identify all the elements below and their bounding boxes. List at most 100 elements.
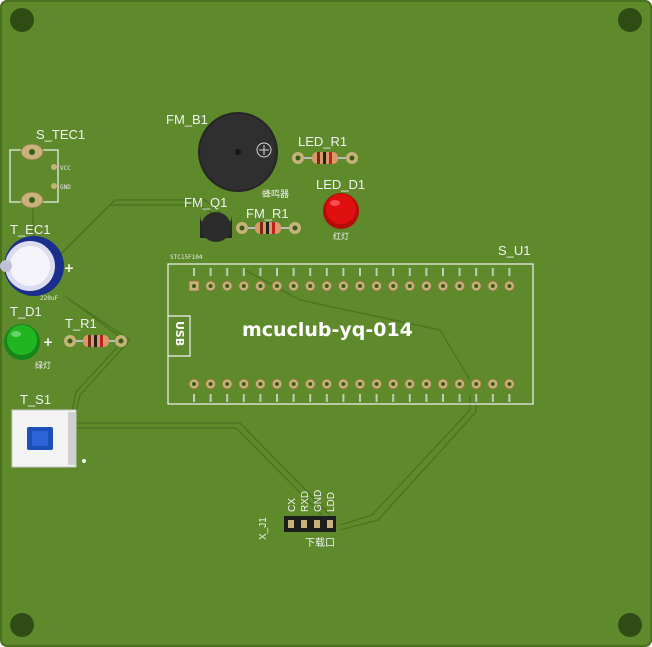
fm-b1-value: 蜂鸣器 [262,188,289,199]
fm-b1-buzzer [198,112,278,192]
x-j1-pin3-label: GND [313,490,324,512]
s-u1-bottom-pin-hole [258,382,263,386]
s-u1-bottom-pin-pin-mark [375,394,378,402]
s-u1-bottom-pin-hole [275,382,279,386]
s-u1-top-pin-hole [507,284,512,288]
led-d1-red-led [323,193,359,229]
s-u1-top-pin-pin-mark [375,268,378,276]
s-u1-top-pin-pin-mark [309,268,312,276]
s-u1-top-pin-hole [258,284,263,288]
s-u1-top-pin-hole [457,284,462,288]
s-u1-bottom-pin-pin-mark [442,394,444,402]
s-u1-top-pin-pin-mark [408,268,411,276]
s-u1-top-pin-pin-mark [475,268,478,276]
s-u1-bottom-pin-hole [407,382,412,386]
t-ec1-ref: T_EC1 [10,222,50,237]
s-u1-top-pin-pin-mark [359,268,361,276]
s-u1-top-pin-pin-mark [292,268,295,276]
s-u1-bottom-pin-hole [341,382,346,386]
s-u1-top-pin-pin-mark [342,268,345,276]
s-u1-top-pin-hole [275,284,279,288]
s-u1-top-pin-hole [358,284,362,288]
s-u1-bottom-pin-hole [424,382,429,386]
x-j1-pin2-label: RXD [300,491,311,512]
s-u1-top-pin-pin-mark [491,268,494,276]
s-u1-bottom-pin-hole [208,382,213,386]
x-j1-header [284,516,336,532]
x-j1-value: 下载口 [305,537,335,549]
s-u1-bottom-pin-hole [291,382,296,386]
t-d1-plus: + [43,335,53,349]
s-u1-top-pin-hole [241,284,246,288]
s-u1-top-pin-hole [424,284,429,288]
s-tec1-pin1-label: VCC [60,165,71,172]
s-u1-ref: S_U1 [498,243,531,258]
s-u1-bottom-pin-hole [358,382,362,386]
fm-b1-ref: FM_B1 [166,112,208,127]
s-u1-top-pin-hole [441,284,445,288]
s-u1-bottom-pin-hole [474,382,479,386]
s-u1-footprint [167,263,534,405]
t-d1-ref: T_D1 [10,304,42,319]
s-u1-top-pin-hole [225,284,230,288]
s-u1-chip-label: STC15F104 [170,254,203,261]
s-tec1-ref: S_TEC1 [36,127,85,142]
s-u1-top-pin-pin-mark [193,268,195,276]
s-u1-bottom-pin-pin-mark [408,394,411,402]
s-u1-top-pin-hole [490,284,495,288]
s-u1-bottom-pin-pin-mark [209,394,212,402]
s-u1-bottom-pin-hole [308,382,313,386]
s-u1-bottom-pin-pin-mark [276,394,278,402]
s-u1-bottom-pin-hole [192,382,196,386]
s-u1-bottom-pin-hole [374,382,379,386]
s-u1-top-pin-pin-mark [458,268,461,276]
s-u1-top-pin-pin-mark [442,268,444,276]
s-u1-top-pin-hole [374,284,379,288]
x-j1-ref: X_J1 [258,517,269,540]
t-r1-resistor [64,335,127,347]
t-d1-green-led [4,324,40,360]
s-u1-bottom-pin-hole [241,382,246,386]
s-u1-top-pin-hole [208,284,213,288]
s-u1-top-pin-pin-mark [226,268,229,276]
s-u1-bottom-pin-hole [457,382,462,386]
s-u1-top-pin-hole [324,284,329,288]
s-u1-bottom-pin-pin-mark [508,394,511,402]
fm-q1-ref: FM_Q1 [184,195,227,210]
t-ec1-value: 220uF [40,295,58,302]
s-u1-top-pin-hole [308,284,313,288]
led-r1-resistor [292,152,358,164]
s-u1-top-pin-hole [341,284,346,288]
s-u1-bottom-pin-pin-mark [491,394,494,402]
s-u1-top-pin-hole [474,284,479,288]
t-ec1-capacitor [0,236,64,296]
s-u1-bottom-pin-hole [441,382,445,386]
s-u1-top-pin-pin-mark [209,268,212,276]
board-title: mcuclub-yq-014 [242,319,413,341]
x-j1-pin1-label: CX [287,498,298,512]
s-u1-top-pin-row [188,268,515,292]
s-u1-bottom-pin-pin-mark [475,394,478,402]
s-u1-bottom-pin-hole [507,382,512,386]
s-u1-top-pin-hole [407,284,412,288]
s-u1-top-pin-hole [391,284,396,288]
led-d1-value: 红灯 [333,231,349,241]
mounting-hole-top-left [10,8,34,32]
led-d1-ref: LED_D1 [316,177,365,192]
s-u1-bottom-pin-row [188,378,515,402]
s-u1-top-pin-pin-mark [259,268,262,276]
s-u1-bottom-pin-pin-mark [309,394,312,402]
s-u1-bottom-pin-pin-mark [392,394,395,402]
s-u1-bottom-pin-pin-mark [425,394,428,402]
s-u1-bottom-pin-pin-mark [342,394,345,402]
s-u1-bottom-pin-hole [490,382,495,386]
mounting-hole-bottom-right [618,613,642,637]
mounting-hole-top-right [618,8,642,32]
x-j1-pin4-label: LDD [326,492,337,512]
fm-r1-resistor [236,222,301,234]
s-u1-top-pin-pin-mark [325,268,328,276]
s-u1-top-pin-hole [192,284,196,288]
s-u1-bottom-pin-pin-mark [193,394,195,402]
